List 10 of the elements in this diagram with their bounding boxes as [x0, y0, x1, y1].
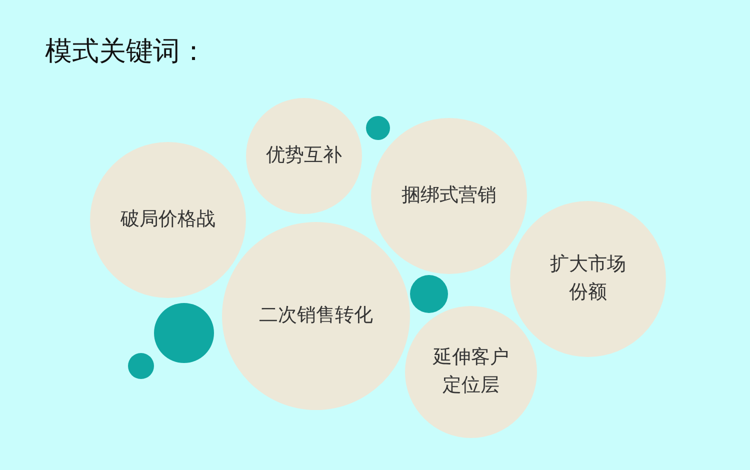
dot-icon [128, 353, 154, 379]
keyword-label: 延伸客户定位层 [432, 345, 510, 398]
keyword-label: 扩大市场份额 [549, 252, 627, 305]
keyword-label: 破局价格战 [120, 207, 216, 232]
dot-icon [410, 275, 448, 313]
dot-icon [366, 116, 390, 140]
keyword-label: 二次销售转化 [259, 303, 373, 328]
title-heading: 模式关键词： [45, 36, 207, 68]
keyword-label: 捆绑式营销 [402, 183, 496, 208]
keyword-label: 优势互补 [266, 143, 342, 168]
